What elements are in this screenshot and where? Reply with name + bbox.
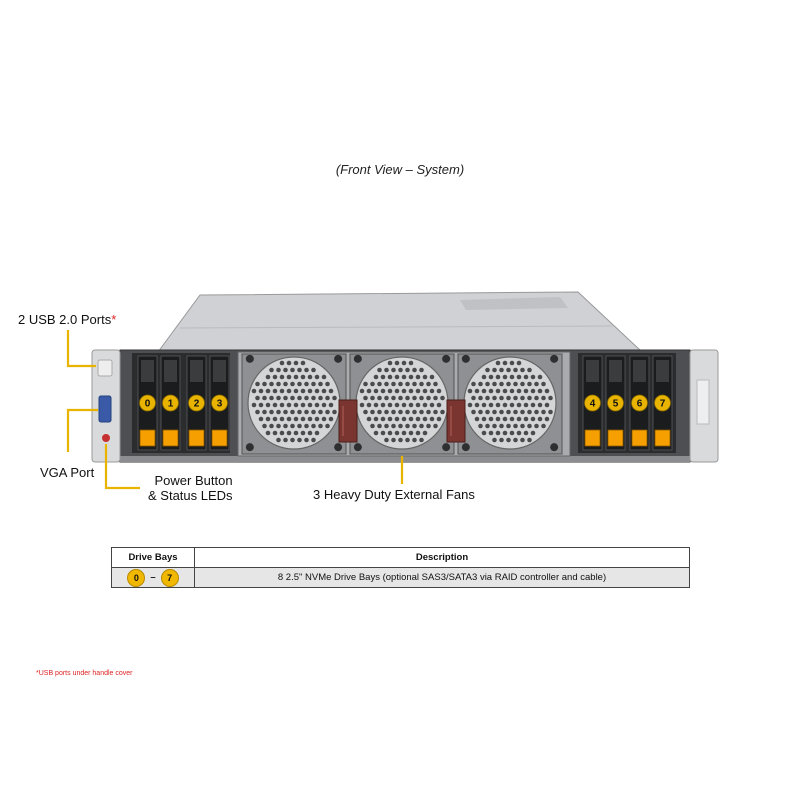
fan-3 [457, 353, 563, 455]
power-callout: Power Button & Status LEDs [148, 473, 233, 503]
drive-bay-6[interactable]: 6 [629, 355, 650, 451]
drive-bay-0[interactable]: 0 [137, 355, 158, 451]
footnote: *USB ports under handle cover [36, 670, 133, 677]
power-button-icon [102, 434, 110, 442]
usb-callout-label: 2 USB 2.0 Ports [18, 312, 112, 327]
drive-bay-3[interactable]: 3 [209, 355, 230, 451]
vga-callout: VGA Port [40, 465, 95, 480]
fan-latch[interactable] [338, 399, 358, 443]
usb-callout-mark: * [111, 312, 117, 327]
drive-bay-label: 3 [217, 399, 223, 410]
drive-bay-1[interactable]: 1 [160, 355, 181, 451]
drive-bay-label: 0 [145, 399, 151, 410]
power-callout-line2: & Status LEDs [148, 488, 233, 503]
fan-bay [237, 351, 571, 457]
usb-ports-icon [97, 359, 113, 377]
table-header-description: Description [194, 547, 690, 568]
drive-bay-5[interactable]: 5 [605, 355, 626, 451]
power-callout-line1: Power Button [154, 473, 233, 488]
fans-callout: 3 Heavy Duty External Fans [313, 487, 475, 502]
drive-bay-4[interactable]: 4 [582, 355, 603, 451]
drive-range-start-badge: 0 [127, 568, 146, 587]
table-row: 0–7 8 2.5" NVMe Drive Bays (optional SAS… [111, 567, 690, 588]
drive-bays-table: Drive Bays Description 0–7 8 2.5" NVMe D… [111, 547, 690, 588]
power-leader-line [104, 444, 140, 490]
figure-caption: (Front View – System) [335, 162, 465, 177]
usb-leader-line [66, 330, 96, 368]
fan-1 [241, 353, 347, 455]
drive-bay-label: 7 [660, 399, 666, 410]
drive-range-dash: – [150, 572, 156, 583]
description-cell: 8 2.5" NVMe Drive Bays (optional SAS3/SA… [194, 567, 690, 588]
fan-2 [349, 353, 455, 455]
drive-bay-2[interactable]: 2 [186, 355, 207, 451]
drive-bay-label: 1 [168, 399, 174, 410]
chassis-top-cover [157, 291, 642, 353]
drive-bay-label: 5 [613, 399, 619, 410]
drive-range-end-badge: 7 [160, 568, 179, 587]
drive-bay-7[interactable]: 7 [652, 355, 673, 451]
table-header-drive-bays: Drive Bays [111, 547, 195, 568]
drive-range-cell: 0–7 [111, 567, 195, 588]
usb-callout: 2 USB 2.0 Ports* [18, 312, 116, 327]
vga-port-icon [98, 395, 112, 423]
drive-bay-label: 6 [637, 399, 643, 410]
fan-latch[interactable] [446, 399, 466, 443]
drive-bay-label: 2 [194, 399, 200, 410]
vga-leader-line [66, 408, 98, 452]
drive-bay-label: 4 [590, 399, 596, 410]
